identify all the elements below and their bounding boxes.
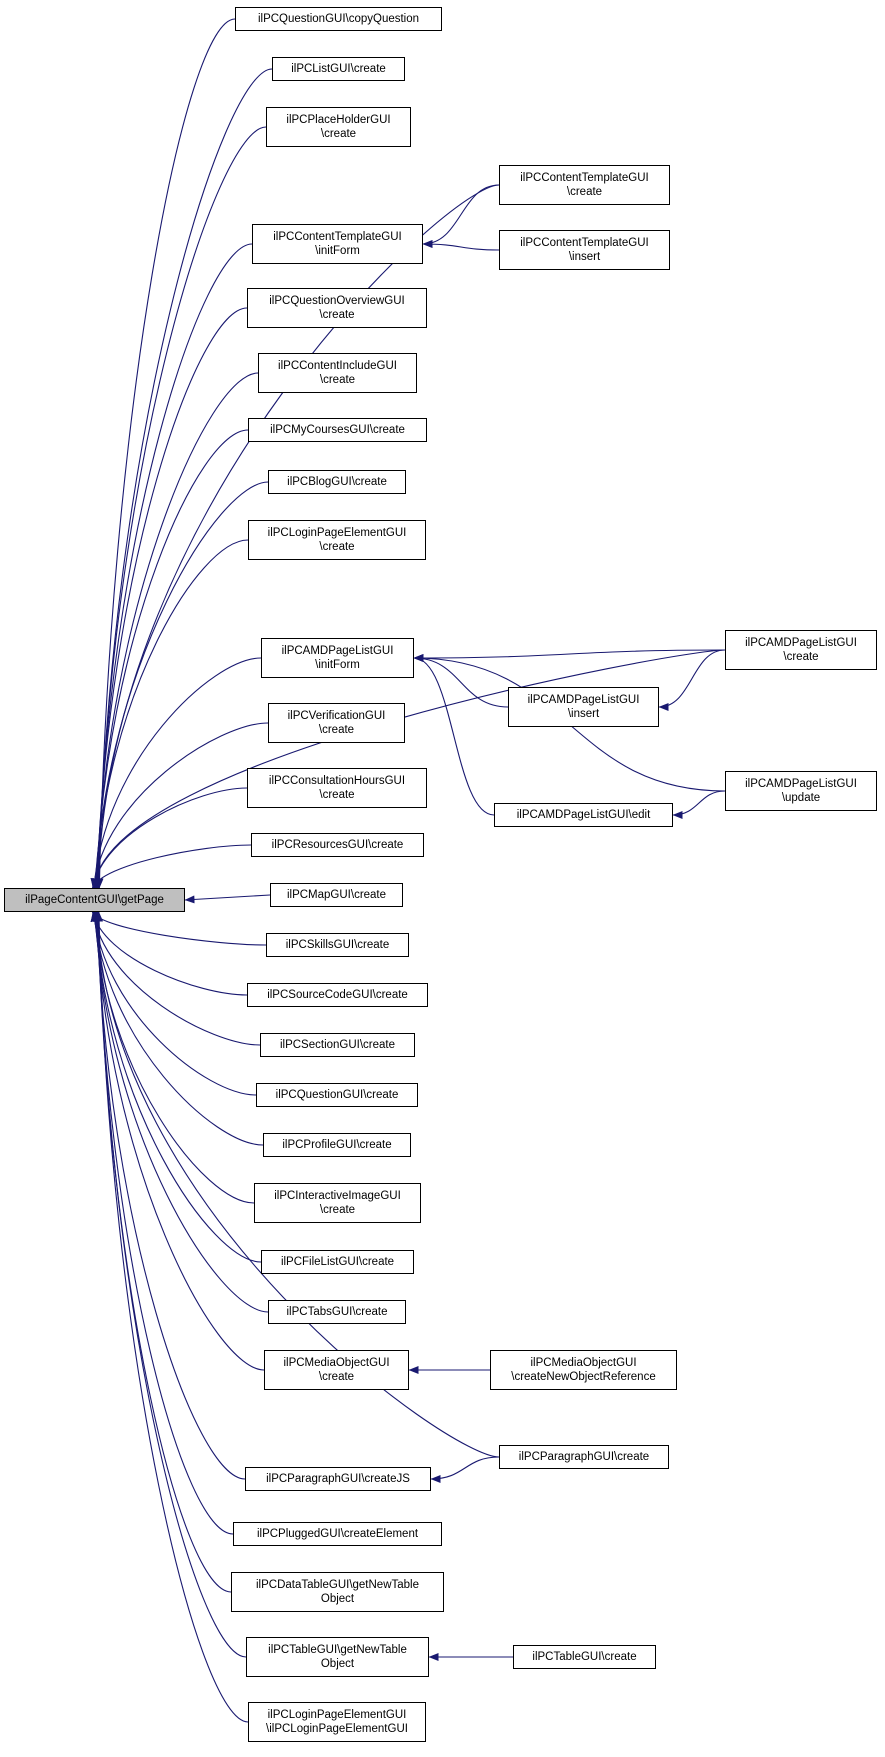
edge-n14-to-n12 (413, 654, 509, 708)
node-n34[interactable]: ilPCDataTableGUI\getNewTable Object (231, 1572, 444, 1612)
node-n20[interactable]: ilPCMapGUI\create (270, 883, 403, 907)
edge-n4-to-root (93, 243, 253, 889)
edge-n31-to-root (92, 911, 500, 1458)
node-n2[interactable]: ilPCListGUI\create (272, 57, 405, 81)
node-n27[interactable]: ilPCFileListGUI\create (261, 1250, 414, 1274)
edge-n11-to-root (91, 539, 249, 889)
node-n18[interactable]: ilPCConsultationHoursGUI \create (247, 768, 427, 808)
node-n17[interactable]: ilPCVerificationGUI \create (268, 703, 405, 743)
edge-n37-to-root (95, 911, 249, 1723)
edge-n1-to-root (95, 18, 236, 889)
node-n23[interactable]: ilPCSectionGUI\create (260, 1033, 415, 1057)
node-n29[interactable]: ilPCMediaObjectGUI \create (264, 1350, 409, 1390)
edge-n13-to-n12 (413, 649, 726, 662)
edge-n12-to-root (90, 657, 262, 889)
edge-n10-to-root (91, 481, 269, 889)
edge-n20-to-root (184, 894, 271, 904)
node-n6[interactable]: ilPCContentTemplateGUI \insert (499, 230, 670, 270)
node-n26[interactable]: ilPCInteractiveImageGUI \create (254, 1183, 421, 1223)
node-n13[interactable]: ilPCAMDPageListGUI \create (725, 630, 877, 670)
edge-n28-to-root (91, 911, 269, 1313)
edge-n5-to-n4 (422, 184, 500, 248)
edge-n22-to-root (90, 911, 248, 996)
edge-n29-to-root (92, 911, 265, 1371)
edge-n8-to-root (92, 372, 259, 889)
node-n35[interactable]: ilPCTableGUI\getNewTable Object (246, 1637, 429, 1677)
edge-n31-to-n32 (430, 1456, 500, 1483)
edge-n7-to-root (93, 307, 248, 889)
edge-n21-to-root (91, 911, 267, 946)
edge-n18-to-root (90, 787, 248, 889)
node-n22[interactable]: ilPCSourceCodeGUI\create (247, 983, 428, 1007)
edge-n6-to-n4 (422, 240, 500, 251)
edge-n24-to-root (90, 911, 257, 1096)
node-n30[interactable]: ilPCMediaObjectGUI \createNewObjectRefer… (490, 1350, 677, 1390)
node-n36[interactable]: ilPCTableGUI\create (513, 1645, 656, 1669)
edge-n34-to-root (94, 911, 232, 1593)
edge-n26-to-root (91, 911, 255, 1204)
node-n10[interactable]: ilPCBlogGUI\create (268, 470, 406, 494)
node-root: ilPageContentGUI\getPage (4, 888, 185, 912)
edge-n13-to-n14 (658, 649, 726, 711)
edge-n25-to-root (90, 911, 264, 1146)
node-n21[interactable]: ilPCSkillsGUI\create (266, 933, 409, 957)
edge-n9-to-root (92, 429, 249, 889)
node-n37[interactable]: ilPCLoginPageElementGUI \ilPCLoginPageEl… (248, 1702, 426, 1742)
node-n31[interactable]: ilPCParagraphGUI\create (499, 1445, 669, 1469)
node-n3[interactable]: ilPCPlaceHolderGUI \create (266, 107, 411, 147)
edge-n15-to-n12 (413, 654, 495, 816)
node-n24[interactable]: ilPCQuestionGUI\create (256, 1083, 418, 1107)
edge-n3-to-root (94, 126, 267, 889)
node-n33[interactable]: ilPCPluggedGUI\createElement (233, 1522, 442, 1546)
edge-n27-to-root (91, 911, 262, 1263)
edge-n19-to-root (91, 844, 252, 889)
node-n11[interactable]: ilPCLoginPageElementGUI \create (248, 520, 426, 560)
edge-n16-to-n15 (672, 790, 726, 819)
edge-n17-to-root (90, 722, 269, 889)
node-n1[interactable]: ilPCQuestionGUI\copyQuestion (235, 7, 442, 31)
node-n32[interactable]: ilPCParagraphGUI\createJS (245, 1467, 431, 1491)
node-n5[interactable]: ilPCContentTemplateGUI \create (499, 165, 670, 205)
edge-n23-to-root (90, 911, 261, 1046)
edge-n32-to-root (93, 911, 246, 1480)
node-n14[interactable]: ilPCAMDPageListGUI \insert (508, 687, 659, 727)
node-n25[interactable]: ilPCProfileGUI\create (263, 1133, 411, 1157)
node-n7[interactable]: ilPCQuestionOverviewGUI \create (247, 288, 427, 328)
node-n28[interactable]: ilPCTabsGUI\create (268, 1300, 406, 1324)
node-n19[interactable]: ilPCResourcesGUI\create (251, 833, 424, 857)
node-n16[interactable]: ilPCAMDPageListGUI \update (725, 771, 877, 811)
node-n12[interactable]: ilPCAMDPageListGUI \initForm (261, 638, 414, 678)
node-n4[interactable]: ilPCContentTemplateGUI \initForm (252, 224, 423, 264)
node-n8[interactable]: ilPCContentIncludeGUI \create (258, 353, 417, 393)
node-n15[interactable]: ilPCAMDPageListGUI\edit (494, 803, 673, 827)
node-n9[interactable]: ilPCMyCoursesGUI\create (248, 418, 427, 442)
edge-n33-to-root (93, 911, 234, 1535)
